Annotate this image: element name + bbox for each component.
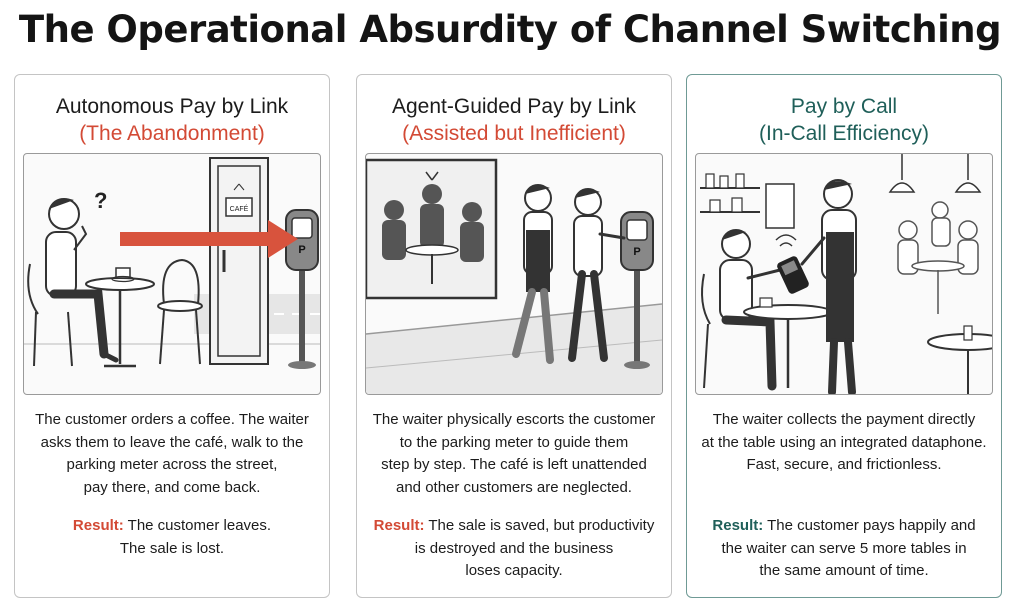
card-description: The customer orders a coffee. The waiter…: [21, 409, 323, 499]
card-description: The waiter physically escorts the custom…: [363, 409, 665, 499]
result-text: the same amount of time.: [759, 562, 929, 579]
desc-line: pay there, and come back.: [83, 478, 261, 496]
abandonment-scene: CAFÉ P: [24, 157, 320, 369]
parking-meter-icon: P: [285, 209, 319, 369]
card-result: Result: The customer pays happily and th…: [693, 515, 995, 583]
empty-chair-icon: [157, 258, 203, 365]
result-text: the waiter can serve 5 more tables in: [721, 539, 967, 557]
waiter-figure-icon: [512, 184, 554, 364]
result-label: Result:: [72, 517, 124, 534]
neglected-customers-icon: [382, 184, 484, 262]
desc-line: parking meter across the street,: [66, 456, 278, 473]
result-text: is destroyed and the business: [414, 539, 614, 557]
card-result: Result: The customer leaves. The sale is…: [21, 515, 323, 560]
result-label: Result:: [373, 517, 425, 534]
meter-letter: P: [633, 246, 640, 258]
card-title: Pay by Call: [790, 95, 898, 118]
desc-line: at the table using an integrated datapho…: [701, 433, 987, 451]
desc-line: The waiter physically escorts the custom…: [372, 411, 656, 428]
result-line: Result: The customer leaves.: [21, 515, 323, 538]
result-text: The customer leaves.: [123, 517, 272, 534]
desc-line: Fast, secure, and frictionless.: [746, 456, 942, 473]
cafe-sign-text: CAFÉ: [230, 204, 249, 213]
card-subtitle: (Assisted but Inefficient): [402, 122, 626, 145]
result-text: The sale is lost.: [119, 539, 225, 557]
desc-line: and other customers are neglected.: [396, 478, 632, 496]
card-subtitle: (In-Call Efficiency): [759, 122, 929, 145]
page-title: The Operational Absurdity of Channel Swi…: [18, 8, 1002, 51]
card-description: The waiter collects the payment directly…: [693, 409, 995, 477]
desc-line: asks them to leave the café, walk to the: [40, 433, 304, 451]
desc-line: step by step. The café is left unattende…: [381, 456, 647, 473]
result-text: loses capacity.: [465, 562, 563, 579]
arrow-right-icon: [120, 220, 298, 258]
background-customers-icon: [897, 201, 979, 314]
escort-scene: P: [366, 158, 662, 394]
contactless-icon: [779, 242, 793, 247]
card-pay-by-call: Pay by Call (In-Call Efficiency): [686, 74, 1002, 598]
customer-figure-icon: ?: [27, 188, 119, 367]
cafe-sign-icon: [225, 197, 253, 217]
result-line: Result: The sale is saved, but productiv…: [363, 515, 665, 538]
cafe-door-icon: CAFÉ: [209, 157, 269, 365]
window-icon: [765, 183, 795, 229]
desc-line: to the parking meter to guide them: [399, 433, 629, 451]
in-call-scene: [700, 154, 992, 394]
cafe-table-icon: [85, 267, 155, 368]
desc-line: The customer orders a coffee. The waiter: [35, 411, 309, 428]
result-line: Result: The customer pays happily and: [693, 515, 995, 538]
card-title: Agent-Guided Pay by Link: [392, 95, 636, 118]
coffee-cup-icon: [115, 267, 131, 279]
customer-figure-icon: [701, 229, 833, 391]
dataphone-icon: [775, 234, 809, 294]
waiter-figure-icon: [800, 179, 857, 394]
parking-meter-icon: P: [620, 211, 654, 369]
card-agent-guided-pay-by-link: Agent-Guided Pay by Link (Assisted but I…: [356, 74, 672, 598]
shelf-icon: [700, 173, 795, 229]
result-text: The customer pays happily and: [763, 517, 976, 534]
result-label: Result:: [712, 517, 764, 534]
card-result: Result: The sale is saved, but productiv…: [363, 515, 665, 583]
result-text: The sale is saved, but productivity: [424, 517, 655, 534]
question-mark: ?: [94, 188, 107, 213]
customer-figure-icon: [568, 188, 626, 362]
card-subtitle: (The Abandonment): [79, 122, 265, 145]
desc-line: The waiter collects the payment directly: [712, 411, 976, 428]
card-title: Autonomous Pay by Link: [55, 95, 289, 118]
illustration-escort: P: [365, 153, 663, 395]
cafe-window-icon: [366, 158, 498, 300]
card-autonomous-pay-by-link: Autonomous Pay by Link (The Abandonment)…: [14, 74, 330, 598]
meter-letter: P: [298, 244, 305, 256]
illustration-in-call: [695, 153, 993, 395]
pendant-lamp-icon: [888, 154, 982, 193]
illustration-abandonment: CAFÉ P: [23, 153, 321, 395]
coffee-cup-icon: [759, 297, 773, 308]
foreground-table-icon: [927, 325, 992, 394]
